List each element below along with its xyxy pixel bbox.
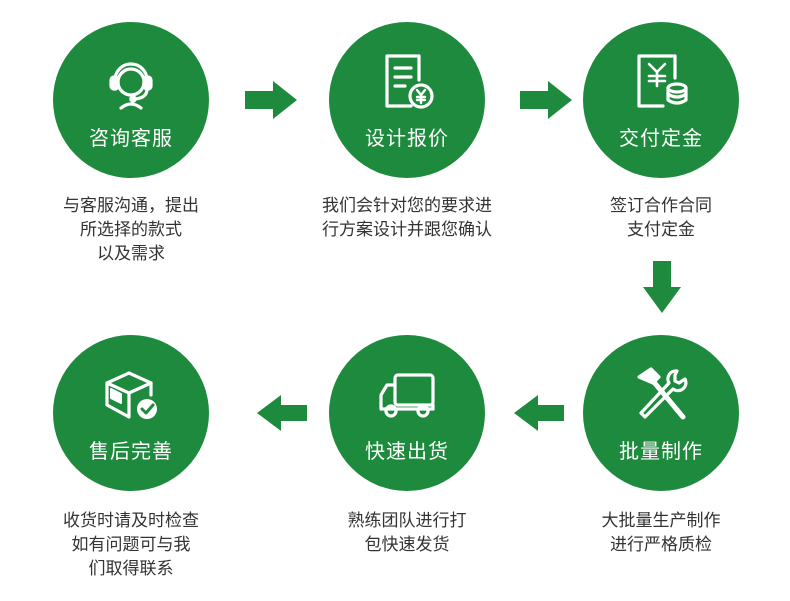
desc-line: 签订合作合同 [610, 196, 712, 216]
quote-document-icon [375, 50, 439, 114]
step-description: 我们会针对您的要求进 行方案设计并跟您确认 [292, 194, 522, 242]
desc-line: 与客服沟通，提出 [63, 196, 199, 216]
step-description: 大批量生产制作 进行严格质检 [546, 509, 776, 557]
desc-line: 大批量生产制作 [601, 511, 721, 531]
desc-line: 我们会针对您的要求进 [322, 196, 492, 216]
desc-line: 包快速发货 [364, 535, 450, 555]
step-description: 与客服沟通，提出 所选择的款式 以及需求 [16, 194, 246, 266]
step-description: 熟练团队进行打 包快速发货 [292, 509, 522, 557]
step-deposit: 交付定金 [583, 22, 739, 178]
desc-line: 熟练团队进行打 [347, 511, 467, 531]
step-mass-production: 批量制作 [583, 335, 739, 491]
hammer-wrench-icon [629, 363, 693, 427]
desc-line: 们取得联系 [88, 559, 174, 579]
step-title: 咨询客服 [89, 126, 173, 150]
step-title: 交付定金 [619, 126, 703, 150]
step-description: 收货时请及时检查 如有问题可与我 们取得联系 [16, 509, 246, 581]
arrow-left-icon [257, 395, 307, 431]
desc-line: 进行严格质检 [610, 535, 712, 555]
step-title: 售后完善 [89, 439, 173, 463]
deposit-icon [629, 50, 693, 114]
desc-line: 如有问题可与我 [71, 535, 191, 555]
desc-line: 所选择的款式 [80, 220, 182, 240]
truck-icon [375, 363, 439, 427]
headset-icon [99, 50, 163, 114]
step-title: 设计报价 [365, 126, 449, 150]
step-design-quote: 设计报价 [329, 22, 485, 178]
step-fast-shipping: 快速出货 [329, 335, 485, 491]
step-after-sales: 售后完善 [53, 335, 209, 491]
desc-line: 收货时请及时检查 [63, 511, 199, 531]
step-consult: 咨询客服 [53, 22, 209, 178]
step-title: 快速出货 [365, 439, 449, 463]
desc-line: 支付定金 [627, 220, 695, 240]
arrow-right-icon [520, 81, 572, 119]
arrow-down-icon [643, 261, 681, 313]
desc-line: 以及需求 [97, 244, 165, 264]
desc-line: 行方案设计并跟您确认 [322, 220, 492, 240]
box-check-icon [99, 363, 163, 427]
arrow-right-icon [245, 81, 297, 119]
arrow-left-icon [514, 395, 564, 431]
step-description: 签订合作合同 支付定金 [546, 194, 776, 242]
step-title: 批量制作 [619, 439, 703, 463]
